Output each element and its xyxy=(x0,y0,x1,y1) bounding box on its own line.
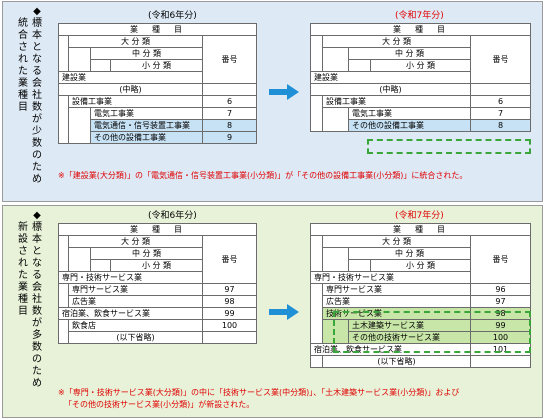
panel1-right-era: (令和7年分) xyxy=(395,11,444,21)
header-number: 番号 xyxy=(469,35,532,84)
panel1-side-col1: ◆標本となる会社数が少数のため xyxy=(32,6,42,185)
header-medium: 中 分 類 xyxy=(90,247,203,260)
header-large: 大 分 類 xyxy=(322,235,471,248)
header-title: 業 種 目 xyxy=(309,223,532,236)
panel1-right-table: 業 種 目 大 分 類 番号 中 分 類 小 分 類 建設業1 (中略) 設備工… xyxy=(309,23,532,132)
panel2-left-table: 業 種 目 大 分 類 番号 中 分 類 小 分 類 専門・技術サービス業96 … xyxy=(57,223,258,344)
header-large: 大 分 類 xyxy=(68,235,203,248)
panel2-side-col1: ◆標本となる会社数が多数のため xyxy=(32,210,42,389)
table-row: (中略) xyxy=(58,83,258,96)
table-row: (以下省略) xyxy=(310,355,532,368)
header-medium: 中 分 類 xyxy=(348,47,471,60)
panel2-note-line2: 「その他の技術サービス業(小分類)」が新設された。 xyxy=(64,400,255,409)
header-small: 小 分 類 xyxy=(370,259,471,272)
table-row: (以下省略) xyxy=(58,331,258,344)
header-large: 大 分 類 xyxy=(322,35,471,48)
panel1-highlight-frame xyxy=(367,139,531,154)
panel2-note-line1: ※「専門・技術サービス業(大分類)」の中に「技術サービス業(中分類)」、「土木建… xyxy=(58,388,460,397)
table-row: (中略) xyxy=(310,83,532,96)
header-title: 業 種 目 xyxy=(57,223,258,236)
new-industries-panel: ◆標本となる会社数が多数のため 新設された業種目 (令和6年分) (令和7年分)… xyxy=(2,205,543,418)
panel1-side-label: ◆標本となる会社数が少数のため 統合された業種目 xyxy=(9,6,51,186)
panel2-left-era: (令和6年分) xyxy=(148,211,197,221)
header-number: 番号 xyxy=(469,235,532,284)
panel2-right-table: 業 種 目 大 分 類 番号 中 分 類 小 分 類 専門・技術サービス業95 … xyxy=(309,223,532,368)
header-small: 小 分 類 xyxy=(370,59,471,72)
panel1-side-col2: 統合された業種目 xyxy=(18,18,28,113)
panel1-left-era: (令和6年分) xyxy=(148,11,197,21)
header-medium: 中 分 類 xyxy=(90,47,203,60)
header-title: 業 種 目 xyxy=(309,23,532,36)
header-number: 番号 xyxy=(201,35,258,84)
header-small: 小 分 類 xyxy=(110,259,203,272)
panel1-left-table: 業 種 目 大 分 類 番号 中 分 類 小 分 類 建設業1 (中略) 設備工… xyxy=(57,23,258,144)
panel2-side-col2: 新設された業種目 xyxy=(18,222,28,317)
panel2-right-era: (令和7年分) xyxy=(395,211,444,221)
arrow-right-icon xyxy=(269,84,299,100)
panel2-side-label: ◆標本となる会社数が多数のため 新設された業種目 xyxy=(9,210,51,390)
header-medium: 中 分 類 xyxy=(348,247,471,260)
panel1-note: ※「建設業(大分類)」の「電気通信・信号装置工事業(小分類)」が「その他の設備工… xyxy=(58,171,468,180)
header-title: 業 種 目 xyxy=(57,23,258,36)
header-large: 大 分 類 xyxy=(68,35,203,48)
arrow-right-icon xyxy=(269,304,299,320)
header-number: 番号 xyxy=(201,235,258,284)
header-small: 小 分 類 xyxy=(110,59,203,72)
merged-industries-panel: ◆標本となる会社数が少数のため 統合された業種目 (令和6年分) (令和7年分)… xyxy=(2,1,543,202)
